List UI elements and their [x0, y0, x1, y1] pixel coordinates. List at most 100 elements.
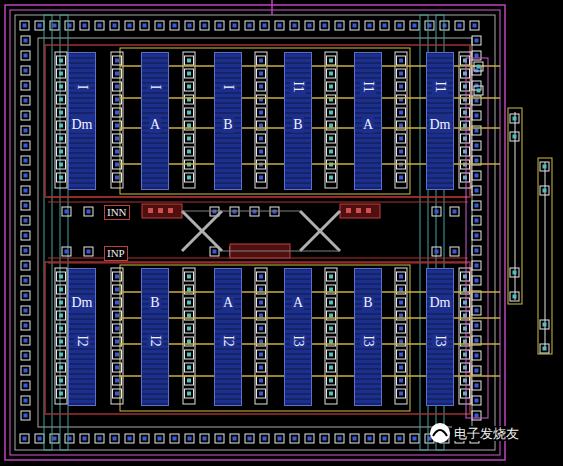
contact-via: [59, 288, 63, 292]
guard-ring-metal: [15, 15, 495, 450]
contact: [327, 82, 336, 91]
contact-via: [213, 250, 217, 254]
contact-via: [115, 327, 119, 331]
contact-via: [115, 353, 119, 357]
cross-connect: [300, 211, 340, 251]
contact: [21, 51, 30, 60]
contact: [185, 134, 194, 143]
contact-via: [399, 150, 403, 154]
poly-contact-pad: [340, 204, 380, 218]
transistor-gate: IA: [141, 52, 169, 190]
diffusion-strip: [459, 52, 471, 188]
contact: [20, 21, 29, 30]
contact-via: [23, 24, 27, 28]
contact: [472, 36, 481, 45]
contact-via: [475, 189, 479, 193]
contact-via: [24, 204, 28, 208]
contact-via: [24, 399, 28, 403]
contact-via: [187, 366, 191, 370]
contact: [113, 173, 122, 182]
contact-via: [399, 124, 403, 128]
contact: [110, 434, 119, 443]
contact-via: [259, 150, 263, 154]
contact: [397, 324, 406, 333]
contact: [57, 95, 66, 104]
contact-via: [329, 111, 333, 115]
contact: [84, 207, 93, 216]
contact: [200, 434, 209, 443]
contact-via: [158, 24, 162, 28]
contact: [57, 376, 66, 385]
contact: [84, 247, 93, 256]
contact-via: [399, 59, 403, 63]
contact: [461, 108, 470, 117]
contact-via: [23, 437, 27, 441]
contact: [327, 134, 336, 143]
contact: [461, 389, 470, 398]
transistor-gate: I1A: [354, 52, 382, 190]
contact-via: [329, 327, 333, 331]
contact: [21, 261, 30, 270]
contact-via: [399, 340, 403, 344]
contact-via: [143, 437, 147, 441]
contact: [185, 350, 194, 359]
contact: [327, 69, 336, 78]
contact: [113, 389, 122, 398]
contact: [320, 21, 329, 30]
contact-via: [259, 111, 263, 115]
contact-via: [259, 288, 263, 292]
contact: [57, 285, 66, 294]
poly-bus: [48, 202, 468, 203]
diffusion-strip: [255, 268, 267, 404]
contact-via: [173, 24, 177, 28]
contact: [21, 96, 30, 105]
contact: [472, 381, 481, 390]
contact-via: [24, 39, 28, 43]
contact: [327, 108, 336, 117]
contact-via: [543, 323, 547, 327]
contact: [21, 306, 30, 315]
contact-via: [115, 59, 119, 63]
contact: [397, 376, 406, 385]
contact-via: [158, 437, 162, 441]
contact-via: [435, 250, 439, 254]
contact: [21, 171, 30, 180]
contact-via: [458, 24, 462, 28]
device-label: Dm: [429, 117, 452, 133]
contact-via: [115, 366, 119, 370]
poly-via: [356, 208, 361, 213]
transistor-gate: IB: [214, 52, 242, 190]
contact-via: [383, 437, 387, 441]
contact-via: [399, 85, 403, 89]
contact-via: [543, 189, 547, 193]
contact-via: [59, 340, 63, 344]
contact: [21, 351, 30, 360]
transistor-gate: BI2: [141, 268, 169, 406]
contact: [21, 336, 30, 345]
contact-via: [413, 437, 417, 441]
contact: [113, 108, 122, 117]
contact: [395, 21, 404, 30]
contact: [113, 56, 122, 65]
contact: [327, 324, 336, 333]
current-label: I3: [432, 334, 448, 348]
contact-via: [59, 98, 63, 102]
contact: [257, 376, 266, 385]
contact-via: [24, 144, 28, 148]
diffusion-strip: [395, 52, 407, 188]
transistor-gate: DmI2: [68, 268, 96, 406]
contact: [57, 69, 66, 78]
contact: [305, 21, 314, 30]
contact: [472, 186, 481, 195]
contact: [327, 147, 336, 156]
contact: [57, 272, 66, 281]
contact: [113, 363, 122, 372]
contact: [510, 292, 519, 301]
contact: [257, 298, 266, 307]
contact-via: [128, 24, 132, 28]
contact-via: [113, 24, 117, 28]
contact: [472, 261, 481, 270]
contact: [113, 324, 122, 333]
contact: [472, 246, 481, 255]
contact: [113, 298, 122, 307]
